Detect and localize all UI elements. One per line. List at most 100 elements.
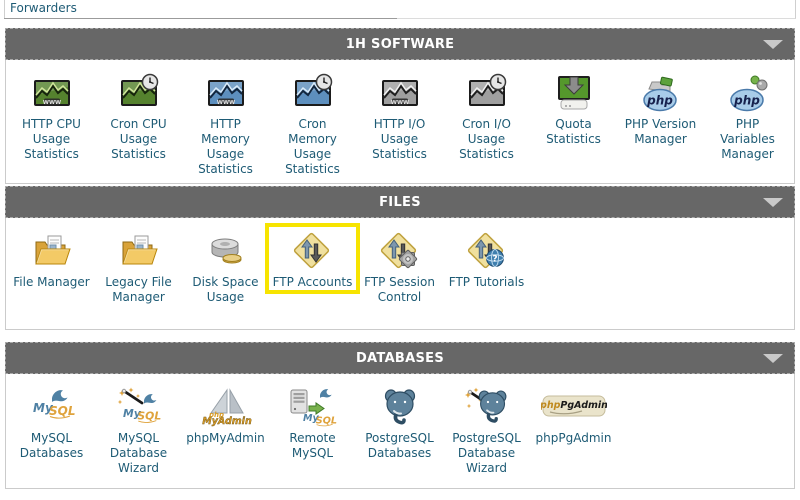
item-label: File Manager <box>13 275 90 289</box>
phpmyadmin-sailboat-icon: php MyAdmin <box>197 384 255 430</box>
item-label: HTTP I/O Usage Statistics <box>372 117 427 161</box>
section-header-databases[interactable]: DATABASES <box>5 342 795 374</box>
top-nav-row: Forwarders <box>4 0 796 19</box>
item-label: PostgreSQL Databases <box>365 431 434 460</box>
svg-text:WWW: WWW <box>390 100 408 106</box>
remote-mysql-server-icon: My SQL <box>288 384 338 430</box>
item-http-memory-usage-statistics[interactable]: WWW HTTP Memory Usage Statistics <box>182 69 269 177</box>
svg-text:My: My <box>123 407 142 420</box>
ftp-diamond-globe-icon: ? <box>465 228 509 274</box>
svg-text:WWW: WWW <box>42 100 60 106</box>
item-label: HTTP CPU Usage Statistics <box>22 117 81 161</box>
section-body: WWW HTTP CPU Usage Statistics Cron CPU Us… <box>5 60 795 184</box>
collapse-arrow-icon[interactable] <box>763 198 783 207</box>
svg-text:My: My <box>303 413 320 424</box>
item-label: HTTP Memory Usage Statistics <box>198 117 253 176</box>
svg-text:SQL: SQL <box>49 404 75 418</box>
item-mysql-database-wizard[interactable]: My SQL MySQL Database Wizard <box>95 383 182 476</box>
item-label: Cron CPU Usage Statistics <box>110 117 167 161</box>
section-body: File Manager Legacy File Manager Disk Sp… <box>5 218 795 330</box>
chart-green-clock-icon <box>118 70 160 116</box>
item-label: FTP Session Control <box>364 275 435 304</box>
svg-text:SQL: SQL <box>137 410 161 423</box>
svg-text:?: ? <box>492 255 497 265</box>
item-label: FTP Accounts <box>272 275 353 289</box>
chart-green-www-icon: WWW <box>31 70 73 116</box>
mysql-logo-icon: My SQL <box>29 384 75 430</box>
item-mysql-databases[interactable]: My SQL MySQL Databases <box>8 383 95 461</box>
item-label: Remote MySQL <box>289 431 336 460</box>
sections-container: 1H SOFTWARE WWW HTTP CPU Usage Statistics… <box>0 28 800 489</box>
item-phppgadmin[interactable]: phpPgAdmin phpPgAdmin <box>530 383 617 446</box>
disk-stack-icon <box>205 228 247 274</box>
item-label: Legacy File Manager <box>105 275 172 304</box>
ftp-diamond-icon <box>291 228 335 274</box>
quota-monitor-icon <box>553 70 595 116</box>
section-files: FILES File Manager Legacy File Manager D… <box>5 186 795 330</box>
postgresql-elephant-icon <box>379 384 421 430</box>
collapse-arrow-icon[interactable] <box>763 40 783 49</box>
section-databases: DATABASES My SQL MySQL Databases My SQL … <box>5 342 795 489</box>
chart-blue-clock-icon <box>292 70 334 116</box>
folder-file-icon <box>117 228 161 274</box>
section-body: My SQL MySQL Databases My SQL MySQL Data… <box>5 374 795 489</box>
postgresql-wizard-icon <box>463 384 511 430</box>
item-label: Cron Memory Usage Statistics <box>285 117 340 176</box>
item-cron-i-o-usage-statistics[interactable]: Cron I/O Usage Statistics <box>443 69 530 162</box>
item-label: PHP Variables Manager <box>720 117 775 161</box>
section-title: 1H SOFTWARE <box>345 36 455 52</box>
item-cron-cpu-usage-statistics[interactable]: Cron CPU Usage Statistics <box>95 69 182 162</box>
chart-gray-www-icon: WWW <box>379 70 421 116</box>
collapse-arrow-icon[interactable] <box>763 354 783 363</box>
svg-text:SQL: SQL <box>315 415 336 426</box>
item-label: phpPgAdmin <box>535 431 612 445</box>
item-label: phpMyAdmin <box>186 431 265 445</box>
item-label: FTP Tutorials <box>448 275 525 289</box>
section-1h-software: 1H SOFTWARE WWW HTTP CPU Usage Statistics… <box>5 28 795 184</box>
section-header-files[interactable]: FILES <box>5 186 795 218</box>
svg-text:My: My <box>33 401 54 415</box>
chart-blue-www-icon: WWW <box>205 70 247 116</box>
item-postgresql-database-wizard[interactable]: PostgreSQL Database Wizard <box>443 383 530 476</box>
item-label: PHP Version Manager <box>624 117 697 146</box>
php-folder-icon: php <box>639 70 683 116</box>
item-label: MySQL Databases <box>19 431 84 460</box>
item-legacy-file-manager[interactable]: Legacy File Manager <box>95 227 182 305</box>
svg-text:phpPgAdmin: phpPgAdmin <box>541 400 607 411</box>
section-header-1h-software[interactable]: 1H SOFTWARE <box>5 28 795 60</box>
item-label: Cron I/O Usage Statistics <box>459 117 514 161</box>
item-remote-mysql[interactable]: My SQL Remote MySQL <box>269 383 356 461</box>
item-http-cpu-usage-statistics[interactable]: WWW HTTP CPU Usage Statistics <box>8 69 95 162</box>
php-balls-icon: php <box>726 70 770 116</box>
svg-text:WWW: WWW <box>216 100 234 106</box>
item-quota-statistics[interactable]: Quota Statistics <box>530 69 617 147</box>
svg-text:php: php <box>733 94 760 108</box>
mysql-wizard-icon: My SQL <box>116 384 162 430</box>
item-cron-memory-usage-statistics[interactable]: Cron Memory Usage Statistics <box>269 69 356 177</box>
item-http-i-o-usage-statistics[interactable]: WWW HTTP I/O Usage Statistics <box>356 69 443 162</box>
item-ftp-accounts[interactable]: FTP Accounts <box>265 223 360 294</box>
svg-text:php: php <box>646 94 673 108</box>
item-label: Quota Statistics <box>546 117 601 146</box>
item-label: MySQL Database Wizard <box>109 431 168 475</box>
item-ftp-session-control[interactable]: FTP Session Control <box>356 227 443 305</box>
svg-text:php: php <box>208 411 224 419</box>
item-label: Disk Space Usage <box>192 275 259 304</box>
ftp-diamond-gear-icon <box>378 228 422 274</box>
item-label: PostgreSQL Database Wizard <box>452 431 521 475</box>
svg-text:MyAdmin: MyAdmin <box>202 416 252 427</box>
item-ftp-tutorials[interactable]: ? FTP Tutorials <box>443 227 530 290</box>
item-postgresql-databases[interactable]: PostgreSQL Databases <box>356 383 443 461</box>
chart-gray-clock-icon <box>466 70 508 116</box>
section-title: FILES <box>379 194 421 210</box>
folder-file-icon <box>30 228 74 274</box>
section-title: DATABASES <box>355 350 445 366</box>
divider <box>4 18 397 19</box>
phppgadmin-badge-icon: phpPgAdmin <box>541 384 607 430</box>
item-file-manager[interactable]: File Manager <box>8 227 95 290</box>
forwarders-link[interactable]: Forwarders <box>10 1 77 15</box>
item-disk-space-usage[interactable]: Disk Space Usage <box>182 227 269 305</box>
